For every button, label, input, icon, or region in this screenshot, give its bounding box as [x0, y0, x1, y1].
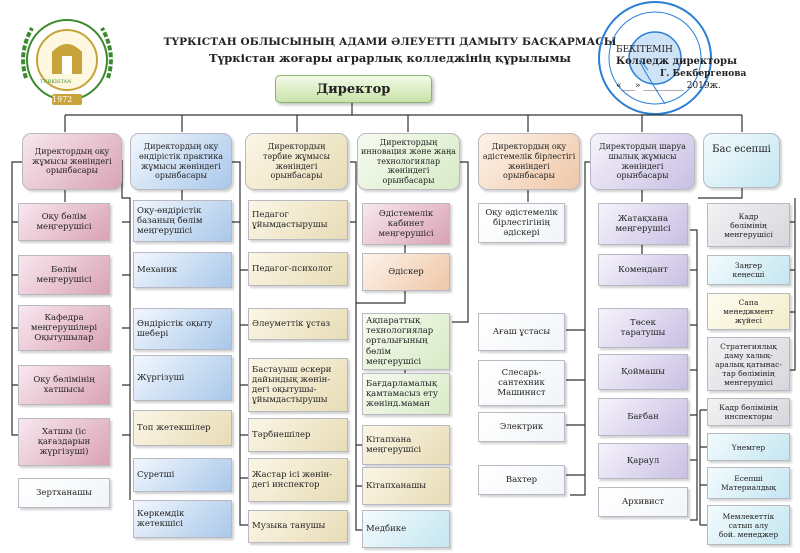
approval-name: Г. Бекбергенова — [660, 69, 747, 79]
staff-box: Бөлім меңгерушісі — [18, 255, 110, 295]
staff-box: Кадр бөлімінің инспекторы — [707, 398, 790, 426]
logo-city: TURKISTAN — [40, 79, 72, 85]
staff-box: Қоймашы — [598, 354, 688, 390]
staff-box: Кітапханашы — [362, 467, 450, 505]
staff-box: Қараул — [598, 443, 688, 479]
staff-box: Жүргізуші — [133, 355, 232, 401]
staff-box: Әдіскер — [362, 253, 450, 291]
staff-box: Үнемгер — [707, 433, 790, 461]
staff-box: Архивист — [598, 487, 688, 517]
staff-box: Әлеуметтік ұстаз — [248, 308, 348, 340]
staff-box: Топ жетекшілер — [133, 410, 232, 446]
staff-box: Комендант — [598, 254, 688, 286]
logo-year: 1972 — [52, 95, 73, 104]
staff-box: Мемлекеттік сатып алу бой. менеджер — [707, 505, 790, 545]
staff-box: Суретші — [133, 458, 232, 492]
staff-box: Хатшы (іс қағаздарын жүргізуші) — [18, 418, 110, 466]
staff-box: Кадр бөлімінің менгерушісі — [707, 203, 790, 247]
staff-box: Кафедра меңгерушілері Оқытушылар — [18, 305, 110, 351]
staff-box: Заңгер кеңесші — [707, 255, 790, 285]
staff-box: Сапа менеджмент жүйесі — [707, 293, 790, 330]
staff-box: Музыка танушы — [248, 510, 348, 543]
staff-box: Стратегиялық даму халық- аралық қатынас-… — [707, 337, 790, 391]
staff-box: Медбике — [362, 510, 450, 548]
staff-box: Бағбан — [598, 398, 688, 436]
staff-box: Кітапхана меңгерушісі — [362, 425, 450, 465]
director-box: Директор — [275, 75, 432, 103]
staff-box: Зертханашы — [18, 478, 110, 508]
staff-box: Оқу-өндірістік базаның бөлім меңгерушісі — [133, 200, 232, 242]
deputy-box: Бас есепші — [703, 133, 780, 188]
staff-box: Бағдарламалық қамтамасыз ету жөнінд.мама… — [362, 373, 450, 415]
staff-box: Ақпараттық технологиялар орталығының бөл… — [362, 313, 450, 370]
deputy-box: Директордың оқу әдістемелік бірлестігі ж… — [478, 133, 580, 190]
college-logo — [21, 19, 113, 105]
staff-box: Көркемдік жетекшісі — [133, 500, 232, 538]
deputy-box: Директордың оқу өндірістік практика жұмы… — [130, 133, 232, 190]
staff-box: Тәрбиешілер — [248, 418, 348, 452]
staff-box: Жатақхана меңгерушісі — [598, 203, 688, 245]
org-subtitle: Түркістан жоғары аграрлық колледжінің құ… — [209, 51, 571, 65]
staff-box: Өндірістік оқыту шебері — [133, 308, 232, 350]
approval-label: БЕКІТЕМІН — [616, 45, 673, 55]
approval-date: «___» _________ 2019ж. — [616, 81, 721, 91]
staff-box: Вахтер — [478, 465, 565, 495]
staff-box: Есепші Материалдық — [707, 467, 790, 499]
staff-box: Механик — [133, 252, 232, 288]
staff-box: Оқу бөлімінің хатшысы — [18, 365, 110, 405]
official-stamp — [598, 1, 712, 115]
staff-box: Әдістемелік кабинет меңгерушісі — [362, 203, 450, 245]
deputy-box: Директордың инновация және жаңа технолог… — [357, 133, 460, 190]
staff-box: Электрик — [478, 412, 565, 442]
approval-position: Колледж директоры — [616, 56, 738, 67]
staff-box: Ағаш ұстасы — [478, 313, 565, 351]
deputy-box: Директордың шаруа шылық жұмысы жөніндегі… — [590, 133, 695, 190]
approval-block: БЕКІТЕМІН Колледж директоры Г. Бекберген… — [616, 44, 746, 92]
staff-box: Оқу әдістемелік бірлестігінің әдіскері — [478, 203, 565, 243]
staff-box: Педагог ұйымдастырушы — [248, 200, 348, 240]
staff-box: Слесарь- сантехник Машинист — [478, 360, 565, 406]
org-title: ТҮРКІСТАН ОБЛЫСЫНЫҢ АДАМИ ӘЛЕУЕТТІ ДАМЫТ… — [163, 36, 617, 48]
staff-box: Төсек таратушы — [598, 308, 688, 348]
deputy-box: Директордың оқу жұмысы жөніндегі орынбас… — [22, 133, 122, 190]
deputy-box: Директордың тәрбие жұмысы жөніндегі орын… — [245, 133, 348, 190]
staff-box: Педагог-психолог — [248, 252, 348, 286]
staff-box: Оқу бөлім меңгерушісі — [18, 203, 110, 241]
staff-box: Жастар ісі жөнін- дегі инспектор — [248, 458, 348, 502]
staff-box: Бастауыш әскери дайындық жөнін- дегі оқы… — [248, 358, 348, 412]
